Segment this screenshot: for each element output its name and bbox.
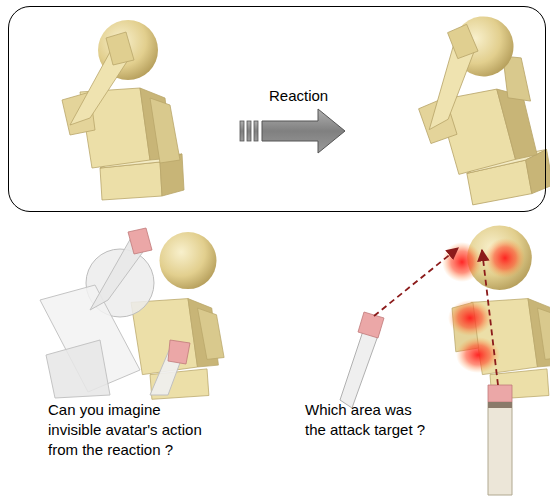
avatar-arm	[198, 308, 225, 359]
attack-arms	[340, 248, 512, 495]
avatar-arm	[150, 98, 180, 163]
target-glow	[442, 242, 482, 282]
arrow-bar	[247, 121, 251, 141]
avatar-after	[408, 10, 550, 210]
arrow-body	[262, 109, 345, 153]
avatar-head	[160, 232, 217, 289]
attack-direction	[482, 250, 498, 385]
attack-cuff	[488, 402, 512, 408]
reaction-arrow	[240, 109, 345, 153]
attack-fist	[488, 385, 512, 402]
caption-question: Can you imagine invisible avatar's actio…	[48, 400, 208, 460]
target-areas	[442, 238, 525, 373]
arrow-bar	[254, 121, 258, 141]
rounded-panel: Reaction	[8, 6, 546, 212]
target-glow	[448, 300, 492, 336]
target-glow	[485, 238, 525, 278]
avatar-before	[62, 20, 184, 200]
attack-arm	[488, 402, 512, 495]
ghost-fist	[128, 228, 152, 254]
avatar-base	[100, 162, 162, 200]
avatar-hand	[106, 32, 134, 65]
avatar-arm	[538, 308, 550, 359]
ghost-fist	[168, 340, 190, 364]
ghost-hip	[46, 340, 110, 398]
arrow-label: Reaction	[269, 87, 328, 104]
avatar-forearm	[419, 44, 482, 130]
arrow-bar	[240, 121, 244, 141]
attack-direction	[374, 248, 458, 316]
attack-fist	[358, 312, 384, 338]
caption-question: Which area was the attack target ?	[305, 400, 430, 440]
avatar-reacting	[131, 232, 224, 399]
avatar-hand	[447, 23, 479, 59]
ghost-avatar	[40, 228, 190, 398]
